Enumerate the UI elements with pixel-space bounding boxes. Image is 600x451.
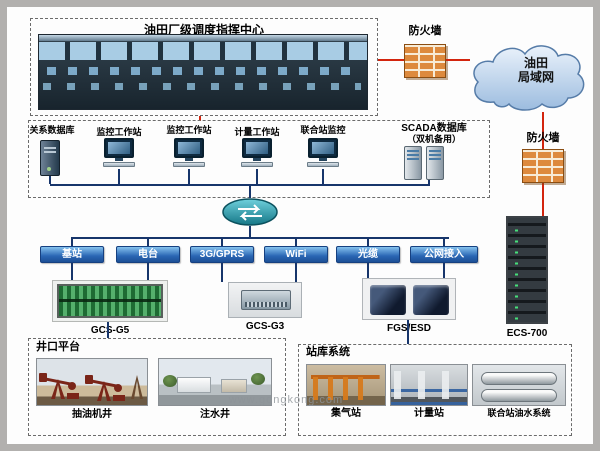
fgs-esd-label: FGS/ESD bbox=[387, 323, 431, 334]
connector-line bbox=[295, 263, 297, 282]
tree-shape bbox=[163, 375, 177, 387]
gcs-g5-label: GCS-G5 bbox=[90, 325, 130, 336]
connector-line bbox=[249, 186, 251, 198]
connector-line bbox=[322, 169, 324, 184]
building-shape bbox=[221, 379, 247, 393]
tank-shape bbox=[481, 372, 557, 385]
metering-station-photo bbox=[390, 364, 468, 406]
oil-water-system-photo bbox=[472, 364, 566, 406]
firewall-brick-icon bbox=[522, 149, 564, 183]
router-icon bbox=[222, 198, 278, 226]
station-label-0: 监控工作站 bbox=[96, 127, 142, 137]
station-label-2: 计量工作站 bbox=[234, 127, 280, 137]
bus-plate-fiber: 光缆 bbox=[336, 246, 400, 263]
gas-station-caption: 集气站 bbox=[331, 408, 361, 419]
connector-line bbox=[428, 180, 430, 184]
scada-db-title: SCADA数据库 bbox=[401, 123, 467, 134]
connector-line bbox=[147, 239, 149, 246]
connector-line bbox=[71, 263, 73, 280]
connector-line bbox=[378, 59, 404, 61]
workstation-monitor-icon bbox=[306, 138, 340, 169]
gcs-g3-module-image bbox=[228, 282, 302, 318]
database-label: 关系数据库 bbox=[29, 125, 75, 135]
connector-line bbox=[199, 116, 201, 121]
ecs-700-cabinet-image bbox=[506, 216, 548, 324]
database-server-icon bbox=[40, 140, 60, 176]
control-center-title: 油田厂级调度指挥中心 bbox=[143, 23, 264, 37]
workstation-monitor-icon bbox=[172, 138, 206, 169]
connector-line bbox=[542, 112, 544, 150]
connector-line bbox=[407, 320, 409, 344]
injection-well-photo bbox=[158, 358, 272, 406]
bus-plate-base-station: 基站 bbox=[40, 246, 104, 263]
connector-line bbox=[50, 184, 430, 186]
bus-plate-public-net: 公网接入 bbox=[410, 246, 478, 263]
connector-line bbox=[446, 59, 470, 61]
connector-line bbox=[249, 226, 251, 238]
connector-line bbox=[367, 263, 369, 278]
connector-line bbox=[221, 239, 223, 246]
station-box bbox=[298, 344, 572, 436]
watermark-text: www.gongkong.com bbox=[228, 394, 344, 406]
station-label-1: 监控工作站 bbox=[166, 125, 212, 135]
gcs-g5-rack-image bbox=[52, 280, 168, 322]
workstation-monitor-icon bbox=[240, 138, 274, 169]
station-title: 站库系统 bbox=[306, 346, 350, 358]
bus-plate-3g-gprs: 3G/GPRS bbox=[190, 246, 254, 263]
scada-db-subtitle: （双机备用） bbox=[406, 134, 461, 144]
connector-line bbox=[221, 263, 223, 282]
connector-line bbox=[443, 239, 445, 246]
wellhead-title: 井口平台 bbox=[36, 341, 80, 353]
bus-plate-wifi: WiFi bbox=[264, 246, 328, 263]
control-room-photo bbox=[38, 34, 368, 110]
tree-shape bbox=[251, 373, 265, 385]
oil-water-system-caption: 联合站油水系统 bbox=[487, 408, 551, 418]
control-center-box: 油田厂级调度指挥中心 bbox=[30, 18, 378, 116]
firewall-top-label: 防火墙 bbox=[408, 25, 442, 37]
workstation-tier-box bbox=[28, 120, 490, 198]
cloud-label-line1: 油田 bbox=[523, 56, 548, 70]
wellhead-box bbox=[28, 338, 286, 436]
cloud-label: 油田 局域网 bbox=[500, 56, 572, 84]
connector-line bbox=[107, 322, 109, 338]
connector-line bbox=[71, 239, 73, 246]
workstation-monitor-icon bbox=[102, 138, 136, 169]
connector-line bbox=[71, 237, 449, 239]
injection-well-caption: 注水井 bbox=[200, 409, 230, 420]
connector-line bbox=[443, 263, 445, 278]
connector-line bbox=[256, 169, 258, 184]
tank-shape bbox=[481, 389, 557, 402]
fgs-esd-cabinet-image bbox=[362, 278, 456, 320]
scada-server-icon bbox=[404, 146, 422, 180]
pumpjack-photo bbox=[36, 358, 148, 406]
connector-line bbox=[49, 176, 51, 184]
connector-line bbox=[147, 263, 149, 280]
firewall-brick-icon bbox=[404, 44, 446, 78]
firewall-right-label: 防火墙 bbox=[526, 132, 560, 144]
gas-station-photo bbox=[306, 364, 386, 406]
connector-line bbox=[295, 239, 297, 246]
network-cloud-icon bbox=[466, 38, 590, 118]
bus-plate-radio: 电台 bbox=[116, 246, 180, 263]
connector-line bbox=[542, 183, 544, 216]
station-label-3: 联合站监控 bbox=[300, 125, 346, 135]
connector-line bbox=[188, 169, 190, 184]
connector-line bbox=[367, 239, 369, 246]
gcs-g3-label: GCS-G3 bbox=[245, 321, 285, 332]
cloud-label-line2: 局域网 bbox=[517, 70, 554, 84]
building-shape bbox=[177, 377, 211, 393]
metering-station-caption: 计量站 bbox=[414, 408, 444, 419]
scada-server-icon bbox=[426, 146, 444, 180]
pumpjack-caption: 抽油机井 bbox=[72, 409, 112, 420]
ecs-700-label: ECS-700 bbox=[506, 328, 548, 339]
connector-line bbox=[118, 169, 120, 184]
